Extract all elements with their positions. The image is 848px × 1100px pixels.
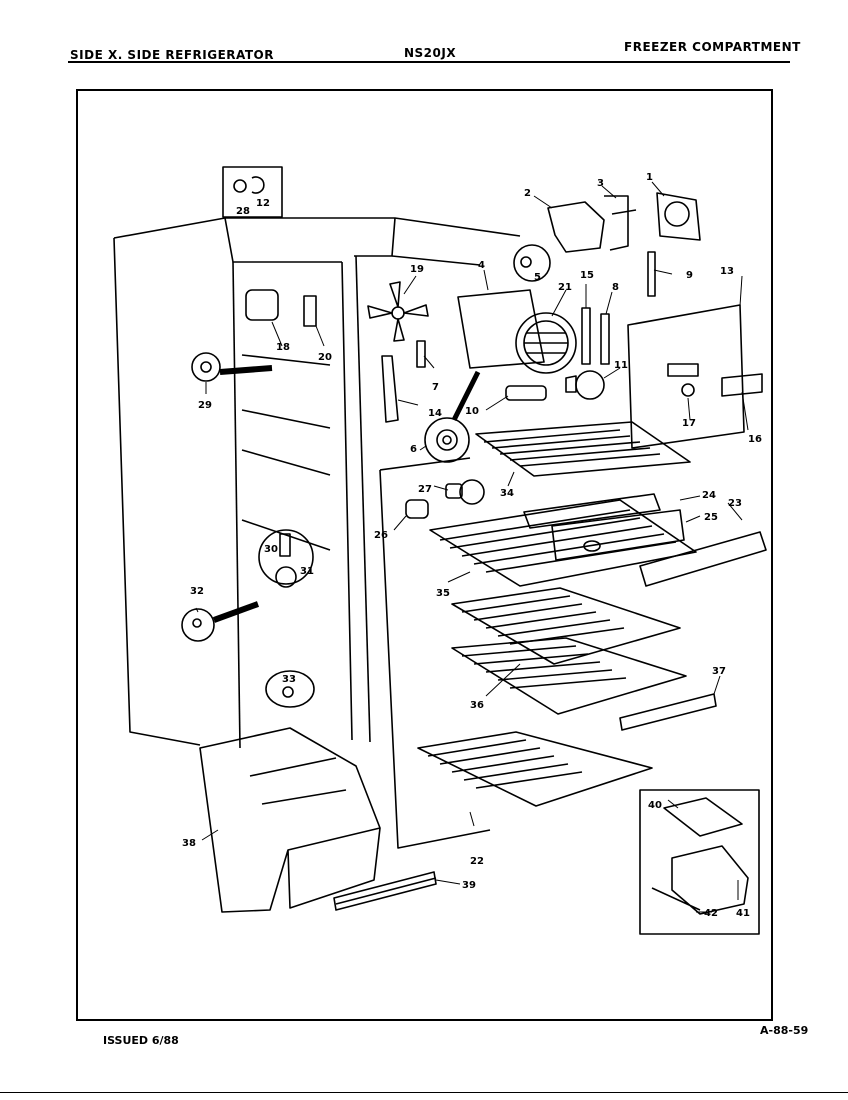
callout-10: 10 — [465, 406, 479, 417]
callout-16: 16 — [748, 434, 762, 445]
part-20-clip — [303, 295, 317, 327]
callout-39: 39 — [462, 880, 476, 891]
cabinet-outline — [113, 217, 521, 849]
callout-34: 34 — [500, 488, 514, 499]
part-8-strip — [600, 313, 610, 365]
part-34-shelf — [475, 421, 691, 477]
callout-4: 4 — [478, 260, 485, 271]
part-26-socket — [405, 499, 429, 519]
callout-21: 21 — [558, 282, 572, 293]
part-10-socket — [505, 385, 547, 401]
part-7-clip — [416, 340, 426, 368]
callout-2: 2 — [524, 188, 531, 199]
header-title-right: FREEZER COMPARTMENT — [624, 40, 801, 54]
callout-18: 18 — [276, 342, 290, 353]
inset-12-28 — [222, 166, 283, 218]
part-27-bulb — [445, 479, 485, 505]
inset-40-42 — [639, 789, 760, 935]
part-17-screw — [681, 383, 695, 397]
callout-20: 20 — [318, 352, 332, 363]
callout-5: 5 — [534, 272, 541, 283]
callout-29: 29 — [198, 400, 212, 411]
callout-3: 3 — [597, 178, 604, 189]
callout-17: 17 — [682, 418, 696, 429]
callout-26: 26 — [374, 530, 388, 541]
callout-31: 31 — [300, 566, 314, 577]
callout-14: 14 — [428, 408, 442, 419]
part-15-strip — [581, 307, 591, 365]
part-18-control — [245, 289, 279, 321]
callout-28: 28 — [236, 206, 250, 217]
header-rule — [68, 61, 790, 63]
callout-30: 30 — [264, 544, 278, 555]
part-35-shelf — [429, 499, 697, 587]
part-2-bracket — [547, 201, 605, 253]
part-22-bottom-shelf — [417, 731, 653, 807]
part-24-rail — [523, 493, 661, 529]
callout-8: 8 — [612, 282, 619, 293]
part-23-rail — [639, 531, 767, 587]
callout-25: 25 — [704, 512, 718, 523]
callout-36: 36 — [470, 700, 484, 711]
callout-38: 38 — [182, 838, 196, 849]
callout-9: 9 — [686, 270, 693, 281]
part-39-strip — [333, 871, 437, 911]
part-3-hinge — [604, 195, 637, 251]
part-25-rail — [551, 509, 685, 561]
callout-1: 1 — [646, 172, 653, 183]
part-33-inset — [265, 670, 315, 708]
part-36-shelf-upper — [451, 587, 681, 665]
callout-37: 37 — [712, 666, 726, 677]
callout-7: 7 — [432, 382, 439, 393]
callout-13: 13 — [720, 266, 734, 277]
page-bottom-rule — [0, 1092, 848, 1093]
part-9-strip — [647, 251, 656, 297]
part-21-grille — [515, 312, 577, 374]
part-30-31-inset — [258, 529, 314, 588]
callout-33: 33 — [282, 674, 296, 685]
part-14-bracket — [381, 355, 399, 423]
part-29-knob — [191, 352, 221, 382]
part-16-lens — [721, 373, 763, 397]
part-1-housing — [656, 192, 701, 241]
callout-15: 15 — [580, 270, 594, 281]
callout-32: 32 — [190, 586, 204, 597]
callout-40: 40 — [648, 800, 662, 811]
callout-24: 24 — [702, 490, 716, 501]
callout-23: 23 — [728, 498, 742, 509]
part-13-cover — [627, 304, 745, 449]
callout-27: 27 — [418, 484, 432, 495]
part-38-bin — [199, 727, 381, 913]
part-6-knob — [424, 417, 470, 463]
header-title-left: SIDE X. SIDE REFRIGERATOR — [70, 48, 274, 62]
callout-35: 35 — [436, 588, 450, 599]
callout-22: 22 — [470, 856, 484, 867]
part-19-fan — [367, 281, 429, 342]
footer-page-code: A-88-59 — [760, 1024, 809, 1037]
callout-42: 42 — [704, 908, 718, 919]
part-36-shelf-lower — [451, 637, 687, 715]
footer-issued-date: ISSUED 6/88 — [103, 1034, 179, 1047]
header-model-number: NS20JX — [404, 46, 457, 60]
part-4-panel — [457, 289, 545, 369]
callout-11: 11 — [614, 360, 628, 371]
part-11-bulb — [565, 370, 605, 400]
part-32-inset — [181, 608, 215, 642]
callout-12: 12 — [256, 198, 270, 209]
part-37-strip — [619, 693, 717, 731]
diagram-frame — [76, 89, 773, 1021]
callout-19: 19 — [410, 264, 424, 275]
part-5-mount — [513, 244, 551, 282]
callout-41: 41 — [736, 908, 750, 919]
callout-6: 6 — [410, 444, 417, 455]
